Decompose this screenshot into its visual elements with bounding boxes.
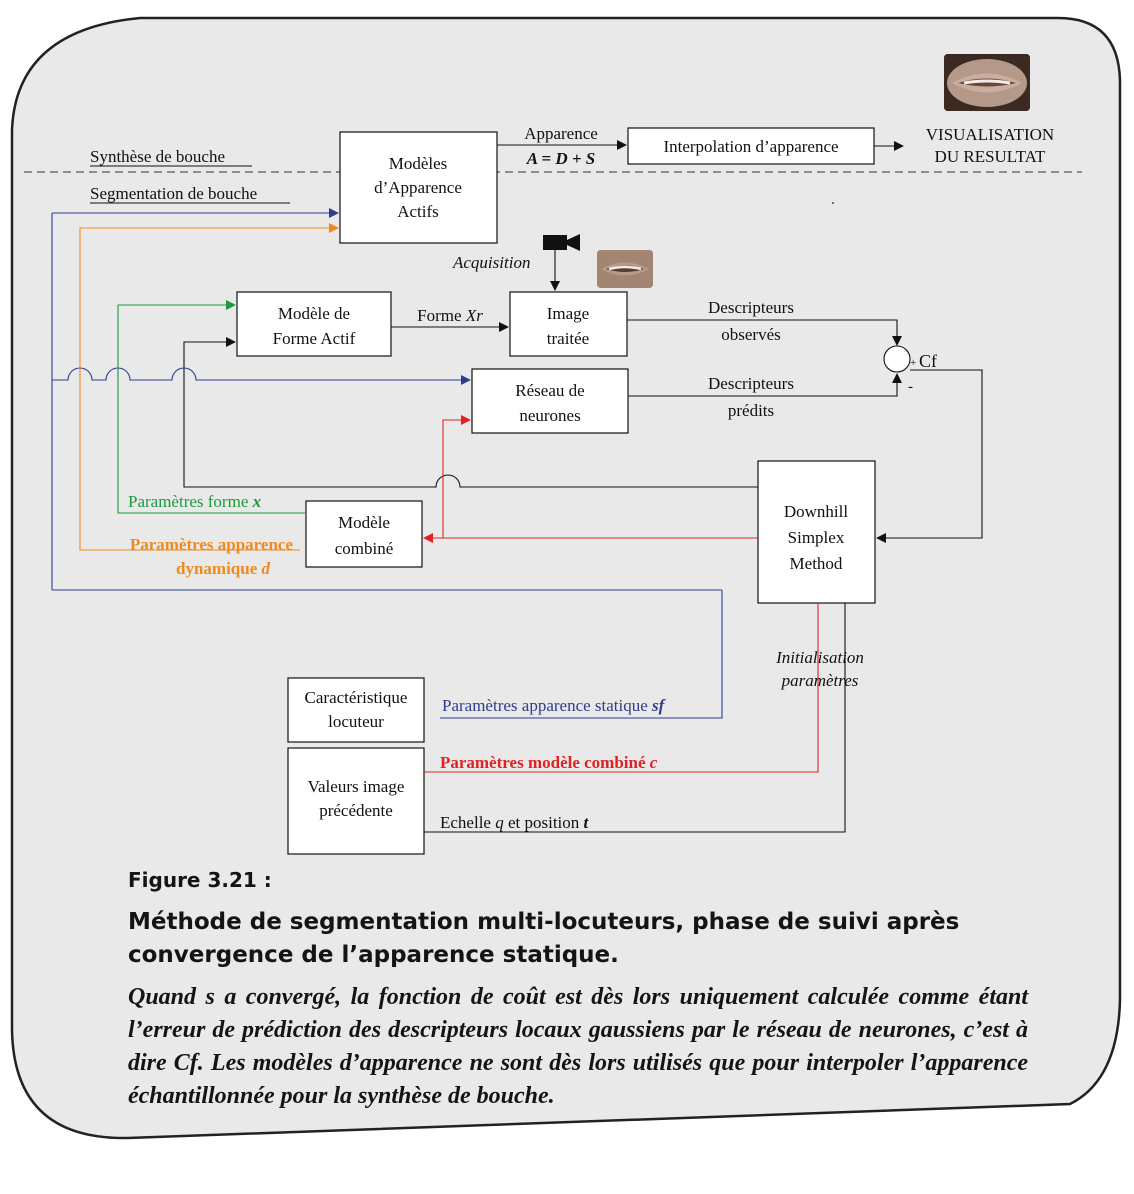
figure-number: Figure 3.21 :: [128, 868, 272, 892]
speaker-box: Caractéristique locuteur: [287, 677, 425, 743]
scale-mid: et position: [504, 813, 584, 832]
neural-box-line-1: Réseau de: [515, 381, 584, 400]
forme-xr-label: Forme Xr: [417, 306, 483, 325]
shape-params-label: Paramètres forme x: [128, 492, 262, 511]
synthesis-section-label: Synthèse de bouche: [90, 147, 225, 166]
visualisation-line-1: VISUALISATION: [926, 125, 1054, 144]
image-box-line-2: traitée: [547, 329, 589, 348]
aam-box-line-2: d’Apparence: [374, 178, 462, 197]
init-label-2: paramètres: [781, 671, 859, 690]
cost-to-downhill-arrow: [876, 369, 983, 543]
image-box-line-1: Image: [547, 304, 589, 323]
init-label-1: Initialisation: [775, 648, 864, 667]
cf-label: Cf: [919, 351, 937, 371]
aam-box-line-1: Modèles: [389, 154, 448, 173]
red-connectors: [423, 415, 819, 773]
acquisition-label: Acquisition: [452, 253, 530, 272]
mouth-photo-small: [597, 250, 653, 288]
scale-position-line: [424, 603, 846, 833]
neural-network-box: Réseau de neurones: [471, 368, 629, 434]
combined-model-box: Modèle combiné: [305, 500, 423, 568]
dynamic-params-label-2: dynamique d: [176, 559, 271, 578]
dynamic-to-aam-arrow: [79, 223, 339, 551]
dynamic-params-text: dynamique: [176, 559, 262, 578]
figure-title: Méthode de segmentation multi-locuteurs,…: [128, 909, 960, 968]
downhill-line-1: Downhill: [784, 502, 849, 521]
scale-prefix: Echelle: [440, 813, 495, 832]
stray-dot: [832, 202, 834, 204]
predicted-to-sum-arrow: [628, 373, 902, 397]
previous-box-line-2: précédente: [319, 801, 393, 820]
asm-box-line-1: Modèle de: [278, 304, 350, 323]
combined-params-line: [424, 603, 819, 773]
predicted-label-2: prédits: [728, 401, 774, 420]
plus-sign: +: [910, 357, 916, 369]
orange-connectors: [79, 223, 339, 551]
asm-box-line-2: Forme Actif: [273, 329, 356, 348]
shape-params-text: Paramètres forme: [128, 492, 253, 511]
forme-prefix: Forme: [417, 306, 466, 325]
static-params-text: Paramètres apparence statique: [442, 696, 652, 715]
observed-to-sum-arrow: [627, 319, 902, 346]
minus-sign: -: [908, 379, 913, 395]
downhill-line-3: Method: [790, 554, 843, 573]
interpolation-box-label: Interpolation d’apparence: [663, 137, 838, 156]
downhill-line-2: Simplex: [788, 528, 845, 547]
mouth-photo-large: [944, 54, 1030, 111]
visualisation-label: VISUALISATION DU RESULTAT: [926, 125, 1054, 166]
image-box: Image traitée: [509, 291, 628, 357]
asm-box: Modèle de Forme Actif: [236, 291, 392, 357]
static-params-line: [440, 590, 723, 719]
black-connectors: [183, 140, 983, 833]
combined-params-text: Paramètres modèle combiné: [440, 753, 650, 772]
previous-values-box: Valeurs image précédente: [287, 747, 425, 855]
speaker-box-line-2: locuteur: [328, 712, 384, 731]
aam-box: Modèles d’Apparence Actifs: [339, 131, 498, 244]
shape-params-to-asm-arrow: [117, 300, 306, 514]
camera-icon: [543, 234, 580, 251]
static-params-var: sf: [651, 696, 667, 715]
figure-description: Quand s a convergé, la fonction de coût …: [128, 984, 1028, 1109]
appearance-label: Apparence: [524, 124, 598, 143]
combined-params-var: c: [650, 753, 658, 772]
blue-connectors: [51, 208, 723, 719]
neural-box-line-2: neurones: [519, 406, 580, 425]
observed-label-2: observés: [721, 325, 780, 344]
static-params-label: Paramètres apparence statique sf: [442, 696, 667, 715]
shape-params-var: x: [252, 492, 262, 511]
downhill-simplex-box: Downhill Simplex Method: [757, 460, 876, 604]
visualisation-line-2: DU RESULTAT: [935, 147, 1046, 166]
dynamic-params-label-1: Paramètres apparence: [130, 535, 294, 554]
observed-label-1: Descripteurs: [708, 298, 794, 317]
dynamic-params-var: d: [262, 559, 271, 578]
red-to-neural-arrow: [442, 415, 471, 538]
green-connectors: [117, 300, 306, 514]
scale-var2: t: [584, 813, 590, 832]
combined-box-line-1: Modèle: [338, 513, 390, 532]
scale-var: q: [495, 813, 504, 832]
predicted-label-1: Descripteurs: [708, 374, 794, 393]
interpolation-box: Interpolation d’apparence: [627, 127, 875, 165]
segmentation-section-label: Segmentation de bouche: [90, 184, 257, 203]
combined-box-line-2: combiné: [335, 539, 394, 558]
previous-box-line-1: Valeurs image: [308, 777, 405, 796]
downhill-to-asm-arrow: [183, 337, 758, 488]
mouth-small-svg: [597, 250, 653, 288]
summing-junction-icon: [883, 345, 911, 373]
forme-var: Xr: [465, 306, 483, 325]
formula-label: A = D + S: [526, 149, 596, 168]
speaker-box-line-1: Caractéristique: [305, 688, 408, 707]
combined-params-label: Paramètres modèle combiné c: [440, 753, 658, 772]
aam-box-line-3: Actifs: [397, 202, 439, 221]
mouth-large-svg: [944, 54, 1030, 111]
scale-position-label: Echelle q et position t: [440, 813, 590, 832]
